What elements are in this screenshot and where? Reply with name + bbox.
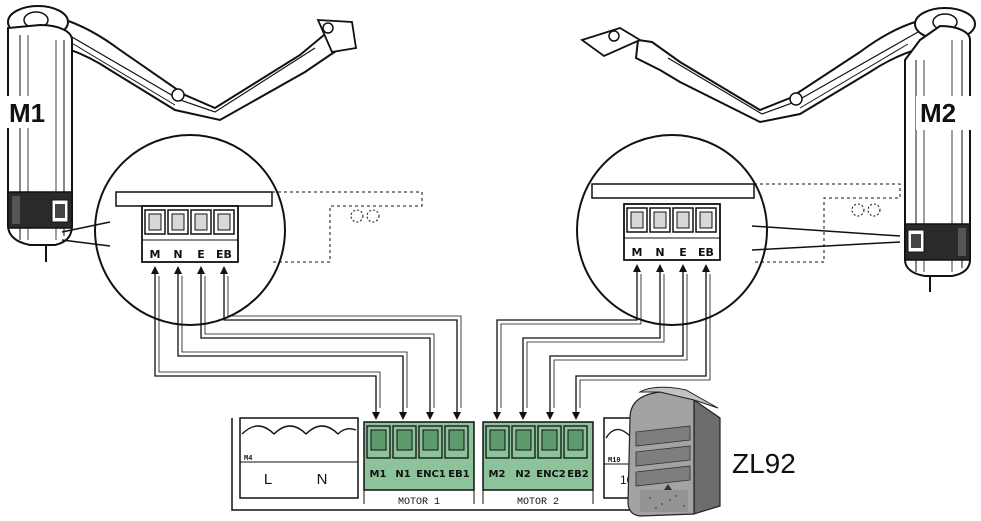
zl92-accessory [627, 386, 721, 517]
zl92-label: ZL92 [732, 448, 796, 479]
motor2-terminal-label: ENC2 [536, 469, 566, 480]
motor1-terminal-label: M1 [370, 469, 387, 480]
zoom-left-terminal-label: EB [216, 248, 232, 261]
zoom-circle-left: M N E EB [61, 134, 423, 326]
zoom-left-terminal-label: E [197, 248, 205, 261]
zoom-right-terminal-label: N [655, 246, 664, 259]
mains-block-tag: M4 [244, 455, 252, 463]
motor1-terminal-block: M1 N1 ENC1 EB1 MOTOR 1 [363, 421, 475, 508]
motor2-terminal-label: EB2 [567, 469, 588, 480]
motor-m1: M1 [6, 5, 358, 262]
motor-m2-label: M2 [920, 98, 956, 128]
motor-m1-label: M1 [9, 98, 45, 128]
motor1-terminal-label: ENC1 [416, 469, 446, 480]
zoom-right-terminal-label: EB [698, 246, 714, 259]
zoom-left-terminal-block: M N E EB [141, 205, 239, 263]
zoom-circle-right: M N E EB [576, 134, 901, 326]
zoom-left-terminal-label: N [173, 248, 182, 261]
mains-terminal-label: N [317, 471, 328, 488]
wires-right [493, 264, 711, 420]
wires-left [151, 266, 462, 420]
zoom-left-terminal-label: M [150, 248, 161, 261]
motor1-terminal-label: EB1 [448, 469, 469, 480]
motor1-caption: MOTOR 1 [398, 497, 440, 508]
motor1-terminal-label: N1 [395, 469, 410, 480]
control-board: M4 L N M1 N1 ENC1 EB1 MOTOR 1 [231, 417, 700, 511]
zoom-right-terminal-label: M [632, 246, 643, 259]
motor2-terminal-label: M2 [489, 469, 506, 480]
motor2-caption: MOTOR 2 [517, 497, 559, 508]
zoom-right-terminal-block: M N E EB [623, 203, 721, 261]
motor2-terminal-label: N2 [515, 469, 530, 480]
motor-m2: M2 [580, 7, 976, 292]
mains-terminal-label: L [264, 471, 272, 488]
mains-terminal-block: M4 L N [239, 417, 359, 499]
right-block-tag: M10 [608, 457, 621, 465]
motor2-terminal-block: M2 N2 ENC2 EB2 MOTOR 2 [482, 421, 594, 508]
zoom-right-terminal-label: E [679, 246, 687, 259]
